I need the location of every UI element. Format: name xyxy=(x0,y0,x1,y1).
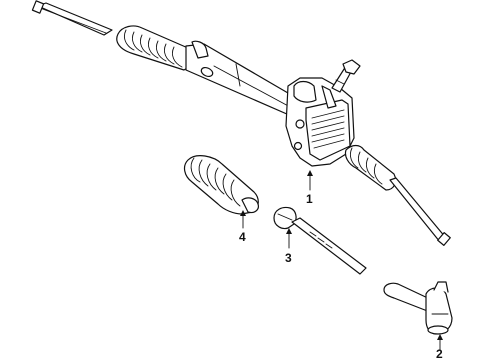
left-bellows-boot xyxy=(116,25,193,71)
callout-1: 1 xyxy=(306,170,313,206)
right-bellows-boot xyxy=(344,144,397,191)
bellows-boot-kit xyxy=(183,155,259,215)
callout-1-label: 1 xyxy=(306,192,313,206)
callout-2-label: 2 xyxy=(436,347,443,360)
callout-4-label: 4 xyxy=(239,230,246,244)
callout-4: 4 xyxy=(239,210,246,244)
inner-tie-rod xyxy=(273,206,367,275)
left-rack-shaft xyxy=(31,0,113,36)
steering-gear-assembly xyxy=(31,0,451,247)
callout-3: 3 xyxy=(285,228,292,265)
input-pinion-shaft xyxy=(331,59,361,93)
right-rack-shaft xyxy=(389,177,451,247)
rack-housing-tube xyxy=(185,40,301,119)
callout-3-label: 3 xyxy=(285,251,292,265)
callout-2: 2 xyxy=(436,334,443,360)
gear-housing-motor xyxy=(285,77,355,167)
outer-tie-rod-end xyxy=(383,281,453,335)
